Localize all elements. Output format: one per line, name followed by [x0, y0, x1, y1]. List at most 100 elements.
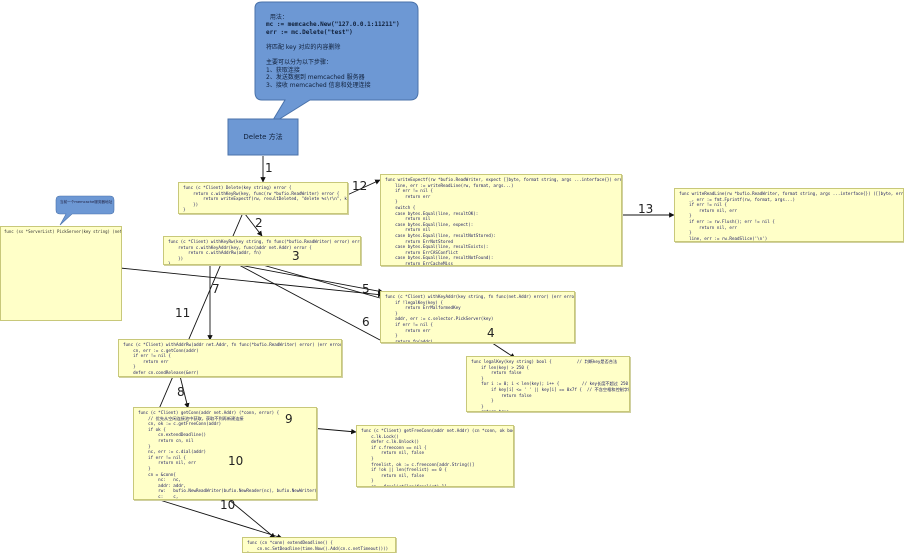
code-line: cn, ok := c.getFreeConn(addr) — [138, 421, 222, 427]
code-box-with-key-rw: func (c *Client) withKeyRw(key string, f… — [163, 236, 361, 265]
code-line: return nil, false — [361, 472, 425, 478]
code-line: } — [361, 478, 374, 484]
code-line: if err != nil { — [679, 202, 727, 208]
code-line: cn = &conn{ — [138, 471, 176, 477]
code-line: defer cn.condRelease(&err) — [123, 369, 199, 375]
code-line: } — [471, 403, 484, 409]
code-line: func writeReadLine(rw *bufio.ReadWriter,… — [679, 191, 904, 196]
code-line: func (ss *ServerList) PickServer(key str… — [4, 229, 122, 234]
code-line: return err — [123, 358, 169, 364]
delete-method-label: Delete 方法 — [243, 133, 283, 141]
code-line: return ErrCacheMiss — [385, 260, 454, 266]
code-line: cn.nc.SetDeadline(time.Now().Add(cn.c.ne… — [247, 545, 389, 551]
code-line: nc, err := c.dial(addr) — [138, 449, 207, 455]
edge-label-10a: 10 — [228, 454, 244, 468]
code-line: cn.extendDeadline() — [138, 432, 207, 438]
edge-label-3: 3 — [292, 249, 300, 263]
code-line: return nil — [385, 216, 431, 222]
code-line: if len(key) > 250 { — [471, 364, 529, 370]
side-bubble-shape — [55, 195, 115, 226]
callout-shape — [254, 1, 419, 126]
code-line: if ok { — [138, 426, 166, 432]
code-line: defer c.lk.Unlock() — [361, 439, 419, 445]
callout-text: 用法： mc := memcache.New("127.0.0.1:11211"… — [266, 6, 416, 90]
edge-label-13: 13 — [638, 202, 654, 216]
edge-label-4: 4 — [487, 326, 495, 340]
code-line: } — [183, 207, 186, 213]
edge-left-line — [119, 267, 384, 298]
code-line: return nil, false — [361, 450, 425, 456]
code-line: rw: bufio.NewReadWriter(bufio.NewReader(… — [138, 488, 317, 494]
code-line: return c.withKeyRw(key, func(rw *bufio.R… — [183, 190, 340, 196]
code-line: }) — [168, 255, 184, 261]
code-box-write-expectf: func writeExpectf(rw *bufio.ReadWriter, … — [380, 174, 622, 266]
code-line: } — [385, 199, 398, 205]
callout-line: 2、发送数据到 memcached 服务器 — [266, 74, 365, 82]
code-line: if err != nil { — [385, 321, 433, 327]
code-line: case bytes.Equal(line, resultNotStored): — [385, 232, 496, 238]
edge-label-6: 6 — [362, 315, 370, 329]
code-line: if !ok || len(freelist) == 0 { — [361, 467, 447, 473]
code-line: if err := rw.Flush(); err != nil { — [679, 218, 775, 224]
code-line: } — [361, 455, 374, 461]
code-line: // 优先从空闲连接池中获取，获取不到再新建连接 — [138, 415, 244, 421]
code-line: return err — [385, 193, 431, 199]
edge-label-9: 9 — [285, 412, 293, 426]
code-box-with-key-addr: func (c *Client) withKeyAddr(key string,… — [380, 291, 575, 343]
code-line: func (cn *conn) extendDeadline() { — [247, 540, 333, 545]
edge-label-12: 12 — [352, 179, 368, 193]
code-line: } — [385, 310, 398, 316]
code-line: cn, err := c.getConn(addr) — [123, 347, 199, 353]
code-line: c.lk.Lock() — [361, 433, 399, 439]
edge-label-2: 2 — [255, 216, 263, 230]
code-line: return fn(addr) — [385, 338, 433, 343]
code-line: } — [123, 364, 136, 370]
code-line: return nil, err — [138, 460, 196, 466]
edge-10b-line — [149, 496, 283, 540]
code-line: } — [168, 261, 171, 265]
code-box-extend-deadline: func (cn *conn) extendDeadline() { cn.nc… — [242, 537, 396, 553]
side-bubble-label: 当前一个memcache服务器地址 — [60, 200, 113, 204]
code-box-pick-server: func (ss *ServerList) PickServer(key str… — [0, 226, 122, 321]
code-line: } — [471, 398, 494, 404]
callout-line: 主要可以分为以下步骤： — [266, 59, 333, 67]
code-box-legal-key: func legalKey(key string) bool { // 判断ke… — [466, 356, 630, 412]
code-line: if err != nil { — [123, 353, 171, 359]
edge-label-5: 5 — [362, 282, 370, 296]
edge-12-line — [344, 179, 381, 197]
callout-line: mc := memcache.New("127.0.0.1:11211") — [266, 21, 400, 29]
edge-8-line — [179, 375, 190, 409]
code-line: line, err := writeReadLine(rw, format, a… — [385, 182, 514, 188]
code-line: } — [471, 375, 484, 381]
code-line: return nil, err — [679, 224, 737, 230]
code-box-with-addr-rw: func (c *Client) withAddrRw(addr net.Add… — [118, 339, 342, 377]
code-line: addr: addr, — [138, 482, 186, 488]
code-line: case bytes.Equal(line, resultOK): — [385, 210, 479, 216]
code-line: switch { — [385, 204, 416, 210]
code-line: func (c *Client) withKeyRw(key string, f… — [168, 239, 361, 244]
code-line: return fn(cn.rw) — [123, 376, 337, 377]
code-line: if key[i] <= ' ' || key[i] == 0x7f { // … — [471, 386, 630, 392]
code-box-delete: func (c *Client) Delete(key string) erro… — [178, 182, 348, 214]
code-line: if c.freeconn == nil { — [361, 444, 427, 450]
code-line: return true — [471, 409, 509, 412]
code-line: nc: nc, — [138, 477, 181, 483]
callout-line: err := mc.Delete("test") — [266, 28, 353, 36]
code-line: return nil, err — [679, 207, 737, 213]
code-line: return ErrMalformedKey — [385, 305, 461, 311]
code-line: if err != nil { — [138, 454, 186, 460]
code-line: } — [138, 465, 151, 471]
code-box-get-conn: func (c *Client) getConn(addr net.Addr) … — [133, 407, 317, 500]
code-line: if err != nil { — [385, 188, 433, 194]
code-line: } — [679, 213, 692, 219]
code-line: func (c *Client) withAddrRw(addr net.Add… — [123, 342, 342, 347]
code-line: return false — [471, 392, 532, 398]
code-line: return c.withKeyAddr(key, func(addr net.… — [168, 244, 312, 250]
edge-6-line — [221, 255, 381, 341]
code-line: func writeExpectf(rw *bufio.ReadWriter, … — [385, 177, 622, 182]
code-line: func legalKey(key string) bool { // 判断ke… — [471, 359, 618, 364]
code-line: func (c *Client) getFreeConn(addr net.Ad… — [361, 428, 514, 433]
callout-line: 用法： — [269, 13, 288, 21]
code-line: func (c *Client) Delete(key string) erro… — [183, 185, 292, 190]
edge-2-line — [244, 213, 263, 237]
